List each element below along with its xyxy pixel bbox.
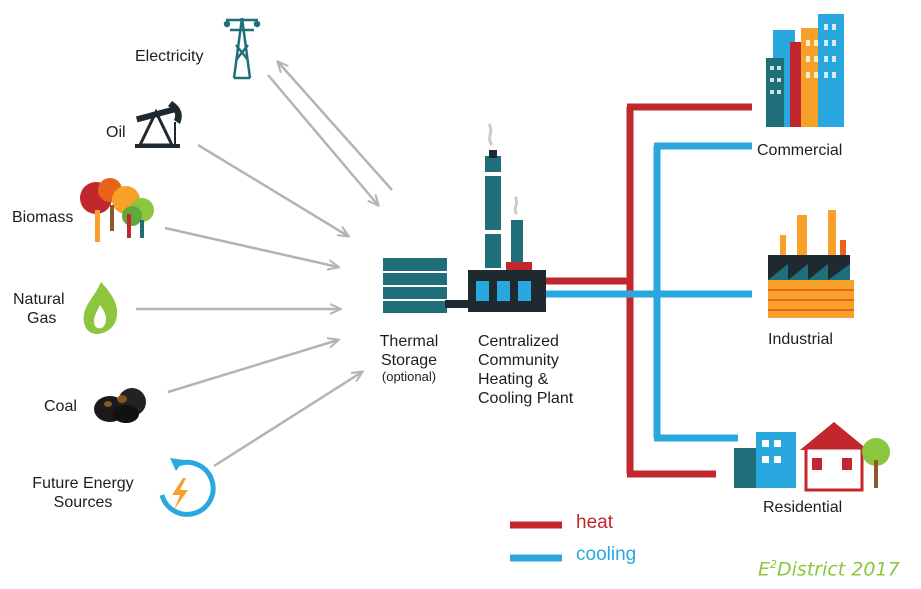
source-label-natural-gas: Natural Gas — [13, 290, 65, 328]
plant-line1: Centralized — [478, 333, 559, 350]
coal-lumps-icon — [94, 388, 146, 423]
source-arrows — [136, 62, 393, 468]
legend-heat-label: heat — [576, 512, 613, 533]
plant-line4: Cooling Plant — [478, 390, 574, 407]
arrow-biomass — [164, 226, 338, 267]
natural-gas-flame-icon — [83, 282, 118, 334]
arrow-coal — [167, 340, 338, 394]
credit-suffix: District 2017 — [777, 558, 900, 581]
oil-pumpjack-icon — [135, 101, 182, 148]
heating-cooling-plant-icon — [468, 123, 546, 312]
arrow-electricity-out — [278, 62, 393, 191]
arrow-electricity-in — [267, 74, 378, 205]
commercial-buildings-icon — [766, 14, 844, 127]
source-label-electricity: Electricity — [135, 48, 204, 65]
source-label-coal: Coal — [44, 398, 77, 415]
credit-superscript: 2 — [770, 558, 778, 571]
thermal-storage-tank-icon — [383, 258, 471, 313]
legend-cooling-label: cooling — [576, 544, 637, 565]
arrow-oil — [197, 143, 348, 236]
credit-watermark: E2District 2017 — [758, 558, 900, 580]
storage-label: Thermal Storage (optional) — [368, 332, 450, 384]
renewable-cycle-icon — [159, 458, 216, 517]
consumer-label-residential: Residential — [763, 499, 843, 516]
future-line2: Sources — [53, 494, 113, 511]
cooling-pipes — [546, 142, 752, 442]
consumer-label-industrial: Industrial — [768, 331, 833, 348]
storage-note: (optional) — [381, 369, 437, 384]
future-line1: Future Energy — [32, 475, 134, 492]
electricity-pylon-icon — [223, 17, 261, 80]
plant-line2: Community — [478, 352, 559, 369]
arrow-future — [213, 372, 362, 468]
source-label-biomass: Biomass — [12, 209, 74, 226]
consumer-label-commercial: Commercial — [757, 142, 843, 159]
biomass-trees-icon — [80, 178, 154, 242]
plant-line3: Heating & — [478, 371, 549, 388]
credit-prefix: E — [758, 558, 771, 581]
storage-line2: Storage — [380, 352, 438, 369]
natural-gas-line1: Natural — [13, 291, 65, 308]
industrial-factory-icon — [768, 210, 854, 318]
plant-label: Centralized Community Heating & Cooling … — [478, 332, 573, 408]
residential-houses-icon — [734, 422, 890, 492]
source-label-future: Future Energy Sources — [22, 474, 144, 512]
storage-line1: Thermal — [379, 333, 439, 350]
natural-gas-line2: Gas — [27, 310, 57, 327]
source-label-oil: Oil — [106, 124, 126, 141]
